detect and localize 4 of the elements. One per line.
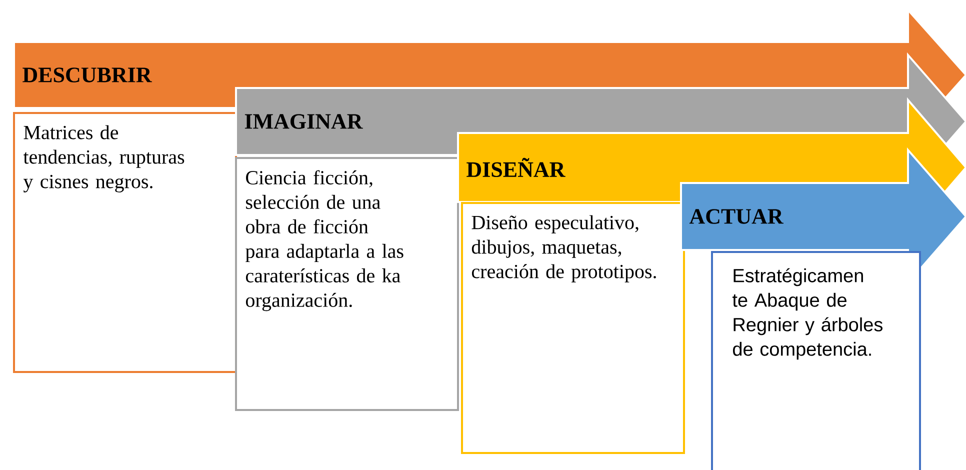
text-box: Diseño especulativo, dibujos, maquetas, creación de prototipos. [461, 202, 685, 454]
text-box: Estratégicamen te Abaque de Regnier y árboles de competencia. [711, 251, 921, 470]
text-box: Matrices de tendencias, rupturas y cisnes negros. [13, 112, 237, 373]
text-box: Ciencia ficción, selección de una obra de ficción para adaptarla a las caraterísticas de ka organización. [235, 157, 459, 411]
